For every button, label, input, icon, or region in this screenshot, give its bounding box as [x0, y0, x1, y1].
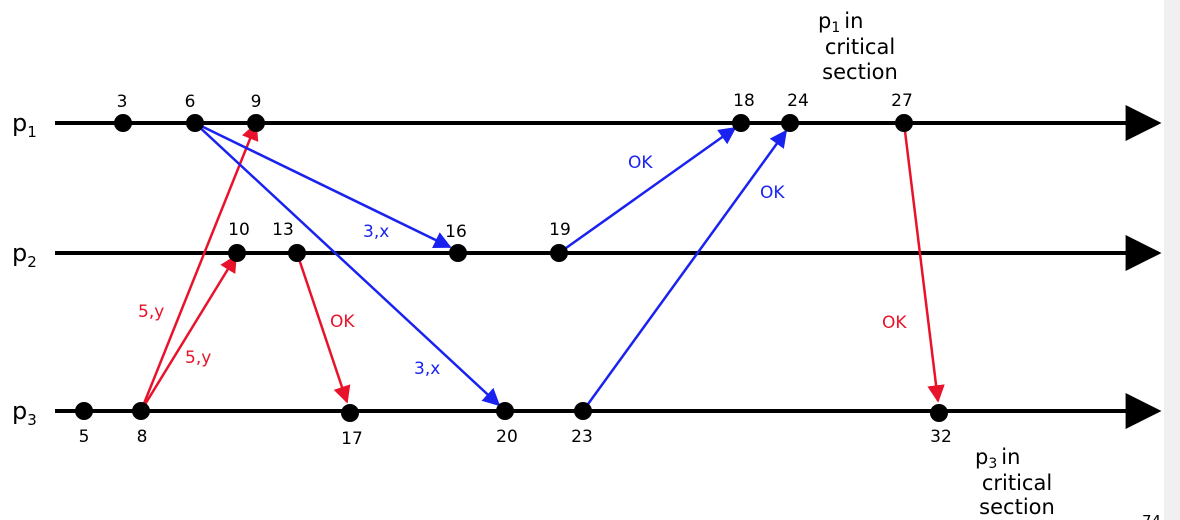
message-label: 3,x [414, 359, 440, 379]
message-p3-8-to-p2-10 [139, 254, 238, 412]
note-line: section [822, 60, 898, 84]
message-p1-27-to-p3-32 [902, 122, 945, 403]
event-dot [496, 402, 514, 420]
p2-label: p2 [12, 239, 37, 271]
event-dot [574, 402, 592, 420]
timestamp-label: 3 [117, 92, 128, 112]
timestamp-label: 27 [891, 91, 913, 111]
note-line: section [979, 495, 1055, 519]
note-line: critical [982, 471, 1052, 495]
event-dot [781, 114, 799, 132]
timestamp-label: 32 [930, 427, 952, 447]
timestamp-label: 10 [228, 220, 250, 240]
event-dot [550, 244, 568, 262]
event-dot [930, 404, 948, 422]
event-dot [895, 114, 913, 132]
message-p3-8-to-p1-9 [139, 122, 259, 412]
timestamp-label: 16 [445, 222, 467, 242]
message-label: 5,y [138, 302, 164, 322]
event-dot [732, 114, 750, 132]
message-p1-6-to-p3-20 [194, 122, 501, 407]
timestamp-label: 23 [571, 427, 593, 447]
note-line: critical [825, 35, 895, 59]
event-dot [228, 244, 246, 262]
event-dot [288, 244, 306, 262]
timestamp-label: 18 [733, 91, 755, 111]
message-p2-13-to-p3-17 [295, 252, 351, 404]
timestamp-label: 13 [272, 220, 294, 240]
timestamp-label: 5 [79, 427, 90, 447]
message-label: OK [760, 183, 785, 203]
event-dot [75, 402, 93, 420]
event-dot [247, 114, 265, 132]
event-dot [186, 114, 204, 132]
event-dot [114, 114, 132, 132]
timestamp-label: 9 [251, 92, 262, 112]
event-dot [132, 402, 150, 420]
message-p1-6-to-p2-16 [194, 121, 452, 249]
p3-label: p3 [12, 397, 37, 429]
message-label: 5,y [185, 348, 211, 368]
p1-label: p1 [12, 109, 37, 141]
timestamp-label: 6 [185, 92, 196, 112]
message-label: 3,x [363, 222, 389, 242]
event-dot [449, 244, 467, 262]
page-number: 74 [1142, 512, 1161, 520]
timestamp-label: 8 [137, 427, 148, 447]
message-label: OK [330, 312, 355, 332]
timestamp-label: 24 [787, 91, 809, 111]
message-label: OK [882, 313, 907, 333]
timestamp-label: 17 [341, 429, 363, 449]
message-p2-19-to-p1-18 [558, 126, 737, 255]
right-edge-shade [1164, 0, 1180, 520]
message-p3-23-to-p1-24 [581, 129, 788, 412]
timestamp-label: 20 [496, 427, 518, 447]
message-label: OK [628, 153, 653, 173]
timestamp-label: 19 [549, 220, 571, 240]
event-dot [341, 404, 359, 422]
